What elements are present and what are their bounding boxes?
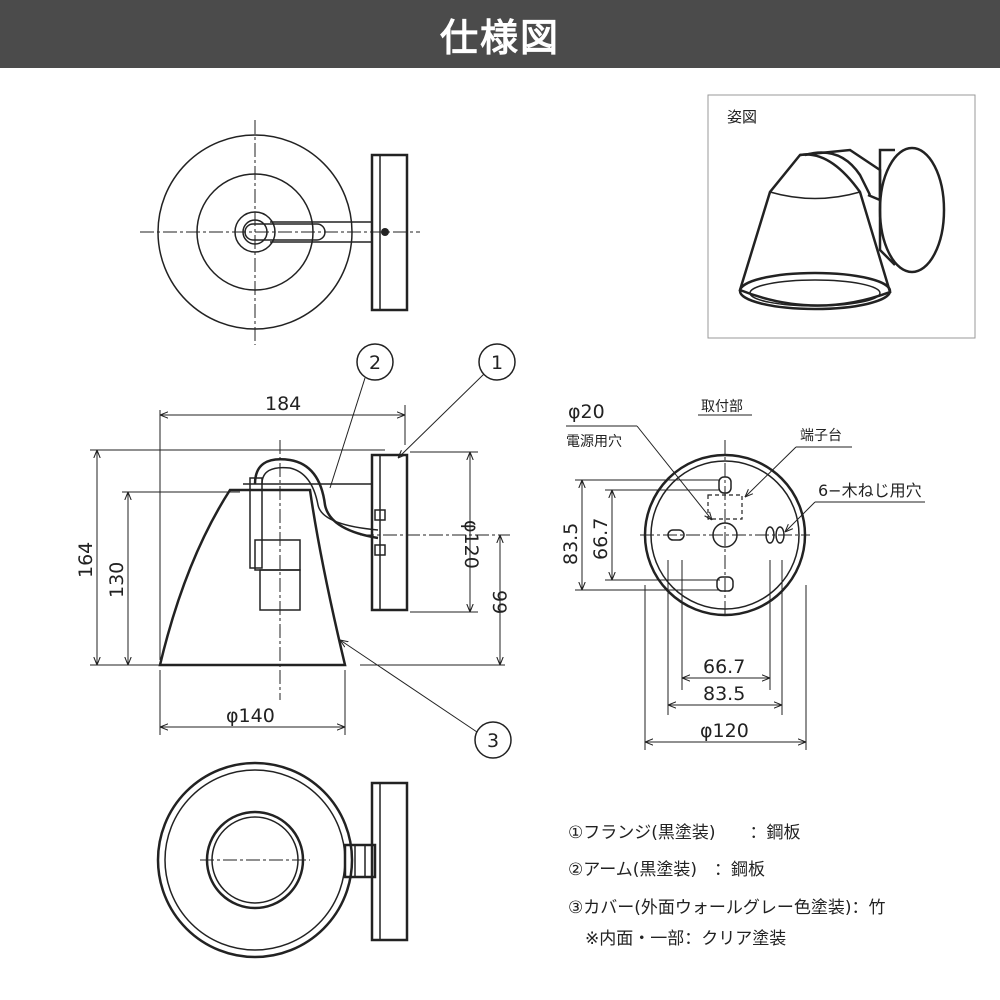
mount-title: 取付部: [701, 399, 743, 415]
dim-center-height: 99: [488, 590, 510, 614]
balloon-2: 2: [369, 352, 381, 374]
dim-height: 164: [75, 542, 97, 578]
perspective-view: 姿図: [707, 94, 976, 339]
dim-power-hole: φ20: [568, 401, 605, 423]
legend-item-cover: ③カバー(外面ウォールグレー色塗装)：竹: [568, 898, 886, 918]
page-title: 仕様図: [439, 15, 560, 60]
dim-v-inner: 66.7: [590, 518, 612, 560]
screw-hole-label: 6−木ねじ用穴: [818, 481, 922, 500]
dim-shade-diameter: φ140: [226, 705, 275, 727]
bottom-view: [156, 761, 409, 959]
power-hole-label: 電源用穴: [566, 434, 622, 450]
legend-note: ※内面・一部：クリア塗装: [568, 929, 787, 949]
legend-item-arm: ②アーム(黒塗装) ：鋼板: [568, 860, 765, 880]
header-bar: 仕様図: [0, 0, 1000, 68]
terminal-label: 端子台: [800, 428, 842, 444]
perspective-label: 姿図: [727, 108, 757, 126]
dim-flange: φ120: [460, 520, 482, 569]
legend-item-flange: ①フランジ(黒塗装) ：鋼板: [568, 823, 801, 843]
mount-view: 取付部 φ20 電源用穴 端子台 6−木ねじ用穴 83.5 66.7: [560, 399, 925, 750]
dim-h-inner: 66.7: [703, 656, 745, 678]
side-view: 184 164 130 φ120 99 φ140: [75, 343, 516, 759]
balloon-1: 1: [491, 352, 503, 374]
dim-mount-diameter: φ120: [700, 720, 749, 742]
dim-h-outer: 83.5: [703, 683, 745, 705]
dim-width: 184: [265, 393, 301, 415]
dim-v-outer: 83.5: [560, 523, 582, 565]
balloon-3: 3: [487, 730, 499, 752]
dim-shade-height: 130: [106, 562, 128, 598]
top-view: [140, 120, 420, 345]
